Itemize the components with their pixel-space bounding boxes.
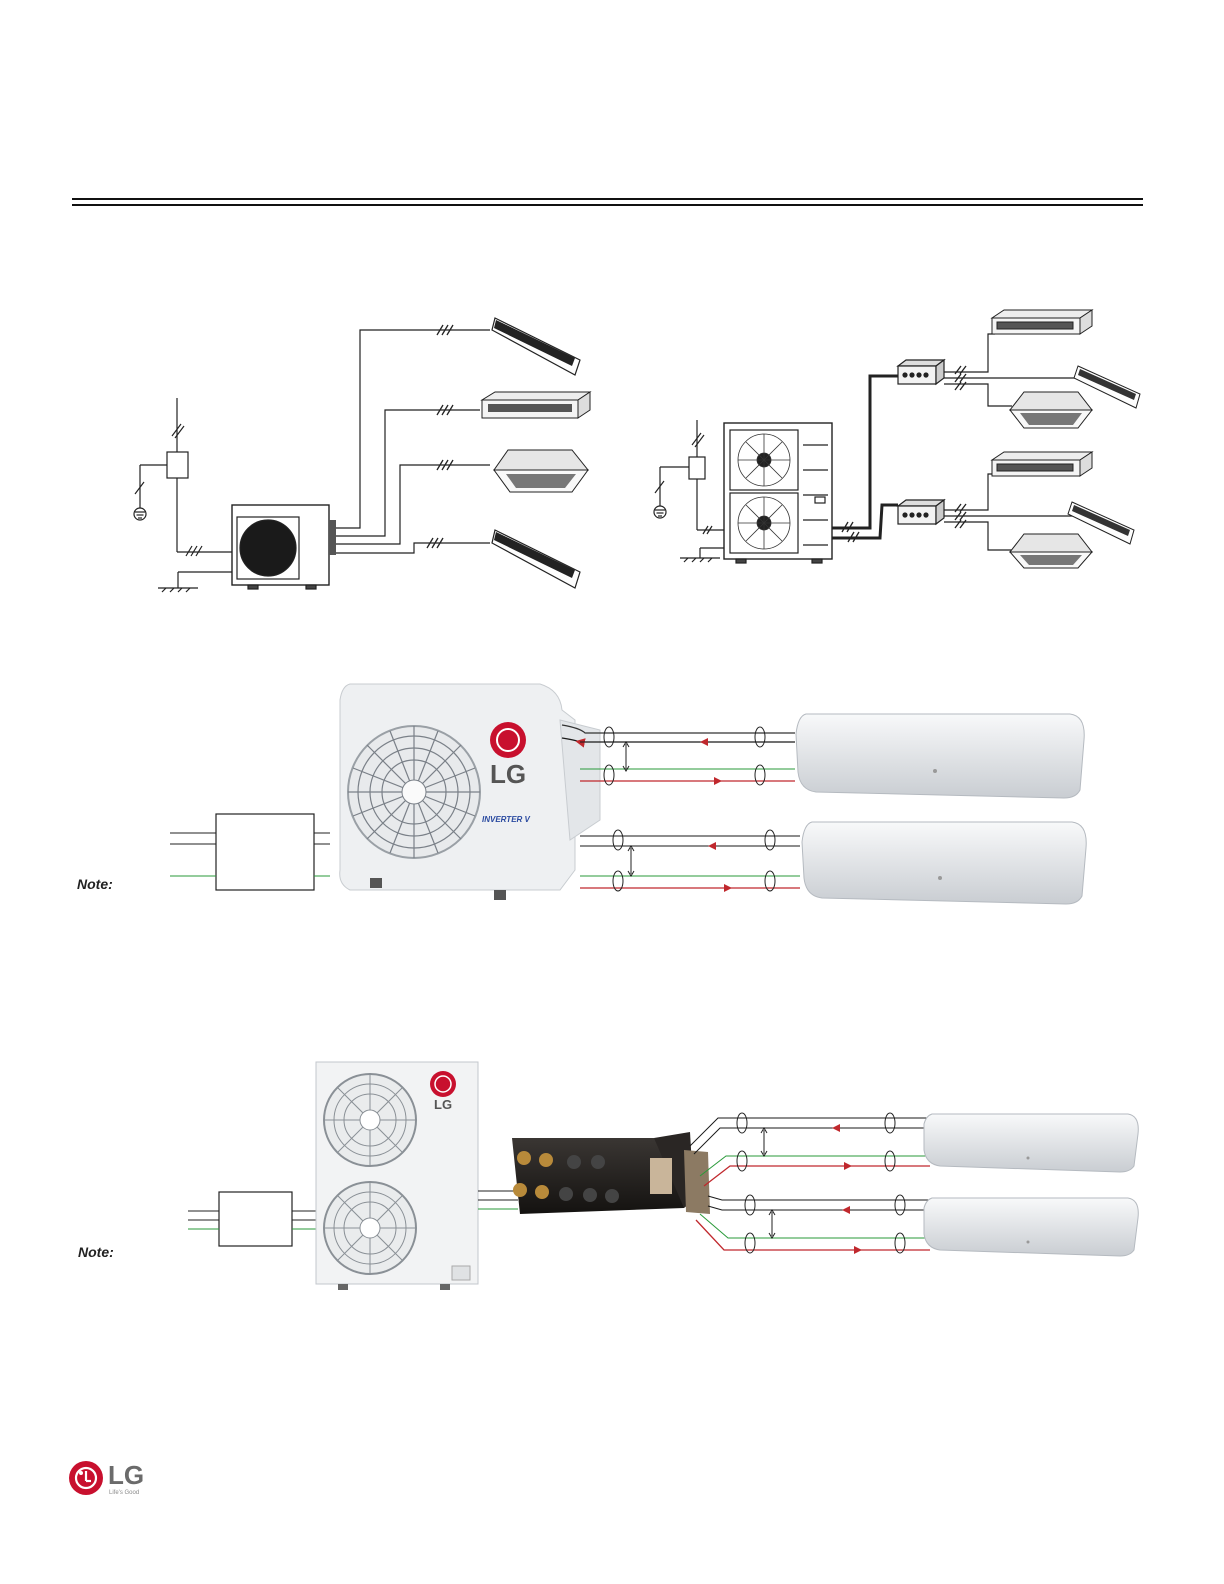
diagram-4-note-label: Note: [78,1244,114,1260]
footer-tagline: Life's Good [109,1490,139,1496]
svg-text:INVERTER V: INVERTER V [482,815,531,824]
branch-distribution-box-icon [898,360,944,384]
ducted-unit-icon [992,310,1092,334]
ducted-unit-icon [482,392,590,418]
footer-logo: LG Life's Good [68,1458,168,1506]
diagram-2-schematic [654,334,1075,563]
wall-mounted-unit-icon [796,714,1084,798]
outdoor-unit-icon [232,505,336,589]
cassette-unit-icon [1010,534,1092,568]
outdoor-unit-icon [724,423,832,563]
cassette-unit-icon [1010,392,1092,428]
cassette-unit-icon [494,450,588,492]
wall-mounted-unit-icon [492,530,580,588]
branch-distribution-box-icon [898,500,944,524]
branch-distribution-box-icon [512,1132,710,1214]
ducted-unit-icon [992,452,1092,476]
wall-mounted-unit-icon [924,1198,1138,1256]
disconnect-switch-icon [689,457,705,479]
wall-mounted-unit-icon [492,318,580,375]
ground-symbol-icon [654,506,666,518]
ground-symbol-icon [134,508,146,520]
outdoor-unit-icon: LG INVERTER V [340,684,600,900]
diagram-3-note-label: Note: [77,876,113,892]
wall-mounted-unit-icon [802,822,1086,904]
svg-text:LG: LG [434,1097,452,1112]
diagram-4: LG [188,1062,1138,1290]
diagram-1-schematic [134,325,490,592]
outdoor-unit-icon: LG [316,1062,478,1290]
diagram-3: LG INVERTER V [170,684,1086,904]
disconnect-switch-icon [167,452,188,478]
svg-text:LG: LG [490,759,526,789]
disconnect-switch-icon [219,1192,292,1246]
footer-brand: LG [108,1460,144,1491]
disconnect-switch-icon [216,814,314,890]
wall-mounted-unit-icon [924,1114,1138,1172]
